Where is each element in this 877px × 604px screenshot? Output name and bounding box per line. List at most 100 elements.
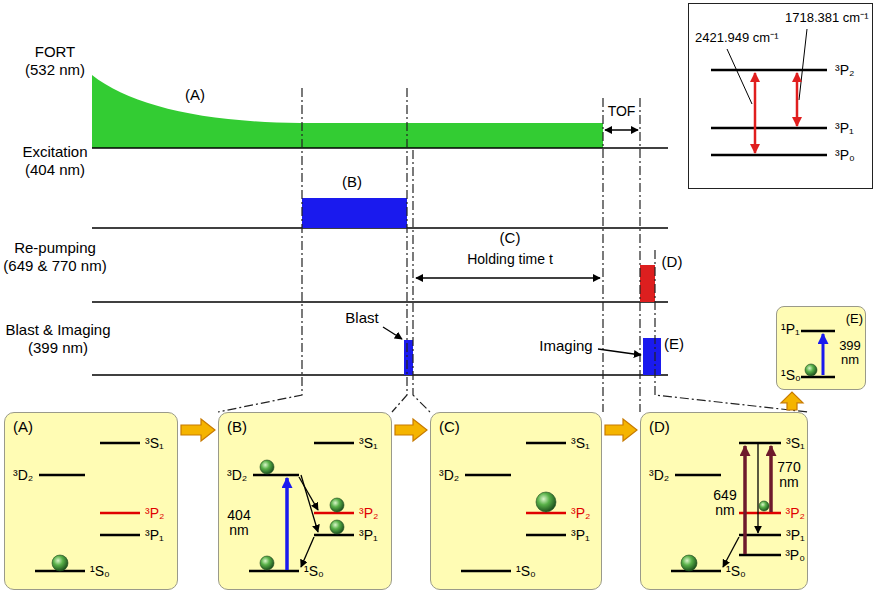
atom <box>260 556 274 570</box>
timing-label: (C) <box>499 230 522 247</box>
energy-level <box>314 534 354 537</box>
level-label: ³D₂ <box>227 468 247 483</box>
baselines <box>92 148 668 375</box>
level-label: ³P₁ <box>786 528 805 543</box>
level-label: ¹S₀ <box>516 564 536 579</box>
energy-level <box>711 154 827 157</box>
level-label: ³S₁ <box>359 436 378 451</box>
level-label: ³S₁ <box>145 436 164 451</box>
energy-level <box>100 512 140 515</box>
level-label: ³P₁ <box>359 528 378 543</box>
level-label: ³P₂ <box>786 506 805 521</box>
timing-label: FORT <box>34 44 77 61</box>
atom <box>330 520 344 534</box>
panel-tag: (D) <box>649 419 670 435</box>
energy-level <box>739 442 781 445</box>
guide-line <box>413 150 430 412</box>
leader-line <box>799 29 807 100</box>
transition-arrow <box>754 73 757 153</box>
energy-level <box>711 69 827 72</box>
panel-tag: (B) <box>227 419 247 435</box>
energy-gap-label: 1718.381 cm⁻¹ <box>785 11 869 25</box>
blast-pulse <box>404 340 413 375</box>
energy-level <box>461 570 511 573</box>
level-label: ³D₂ <box>13 468 33 483</box>
fort-waveform <box>92 75 603 148</box>
step-arrow <box>781 392 803 410</box>
timing-label: Blast <box>344 310 379 327</box>
panel-box: (B) ³S₁ ³D₂ 404 nm ³P₂ ³P₁ ¹S₀ <box>218 412 392 590</box>
holding-time-arrow <box>416 277 600 278</box>
energy-level <box>465 474 511 477</box>
tof-arrow <box>605 129 638 130</box>
level-label: ³D₂ <box>649 468 669 483</box>
level-label: ³P₂ <box>359 506 378 521</box>
level-label: ¹S₀ <box>304 564 324 579</box>
fort-baseline <box>92 147 668 149</box>
atom <box>260 460 274 474</box>
panel-tag: (E) <box>846 312 863 326</box>
energy-level <box>314 442 354 445</box>
energy-level <box>39 474 85 477</box>
transition-arrow <box>822 334 825 375</box>
energy-level <box>739 554 781 557</box>
level-label: ¹S₀ <box>726 564 746 579</box>
timing-label: (532 nm) <box>24 62 86 79</box>
guide-line <box>218 88 302 412</box>
level-label: ³P₂ <box>145 506 164 521</box>
level-label: ³P₂ <box>835 63 854 78</box>
transition-arrow <box>769 446 773 512</box>
transition-arrow <box>285 478 289 570</box>
energy-gap-label: 2421.949 cm⁻¹ <box>695 31 779 45</box>
excitation-pulse <box>302 198 407 228</box>
energy-level <box>249 570 299 573</box>
energy-level <box>801 376 835 379</box>
transition-arrow <box>796 73 799 126</box>
level-label: ³P₀ <box>835 148 855 163</box>
energy-level <box>100 442 140 445</box>
level-label: ³P₂ <box>571 506 590 521</box>
timing-label: (E) <box>663 336 685 353</box>
energy-level <box>675 474 721 477</box>
energy-level <box>314 512 354 515</box>
energy-level <box>801 330 835 333</box>
panel-box: (D)649 nm770 nm³S₁³D₂³P₂³P₁³P₀¹S₀ <box>640 412 808 590</box>
level-label: ³S₁ <box>786 436 805 451</box>
atom <box>536 492 556 512</box>
transition-arrow <box>723 537 739 567</box>
panel-box: (C)³S₁³D₂³P₂³P₁¹S₀ <box>430 412 602 590</box>
level-label: ¹S₀ <box>781 368 801 383</box>
panel-tag: (C) <box>439 419 460 435</box>
timing-label: (B) <box>341 174 363 191</box>
level-label: ³D₂ <box>439 468 459 483</box>
imaging-leader <box>598 349 641 355</box>
atom <box>681 555 697 571</box>
wavelength-label: 399 nm <box>837 339 863 366</box>
transition-arrow <box>743 446 747 554</box>
timing-label: (404 nm) <box>24 162 86 179</box>
imaging-baseline <box>92 374 668 376</box>
guide-line <box>639 98 640 412</box>
timing-label: Excitation <box>21 144 88 161</box>
level-label: ³P₀ <box>785 548 805 563</box>
wavelength-label: 404 nm <box>224 508 254 537</box>
imaging-pulse <box>643 338 661 375</box>
level-label: ¹P₁ <box>781 322 800 337</box>
atom <box>759 501 769 511</box>
timing-label: (A) <box>184 87 206 104</box>
timing-label: Re-pumping <box>13 240 97 257</box>
atom <box>330 498 344 512</box>
transition-arrow <box>299 477 318 510</box>
timing-label: (399 nm) <box>27 340 89 357</box>
panel-tag: (A) <box>13 419 33 435</box>
level-label: ³P₁ <box>835 121 854 136</box>
wavelength-label: 649 nm <box>710 488 740 517</box>
guide-line <box>602 98 603 412</box>
energy-level <box>526 534 566 537</box>
repump-baseline <box>92 301 668 303</box>
transition-arrow <box>301 475 318 532</box>
timing-label: Imaging <box>538 338 593 355</box>
level-label: ¹S₀ <box>90 564 110 579</box>
